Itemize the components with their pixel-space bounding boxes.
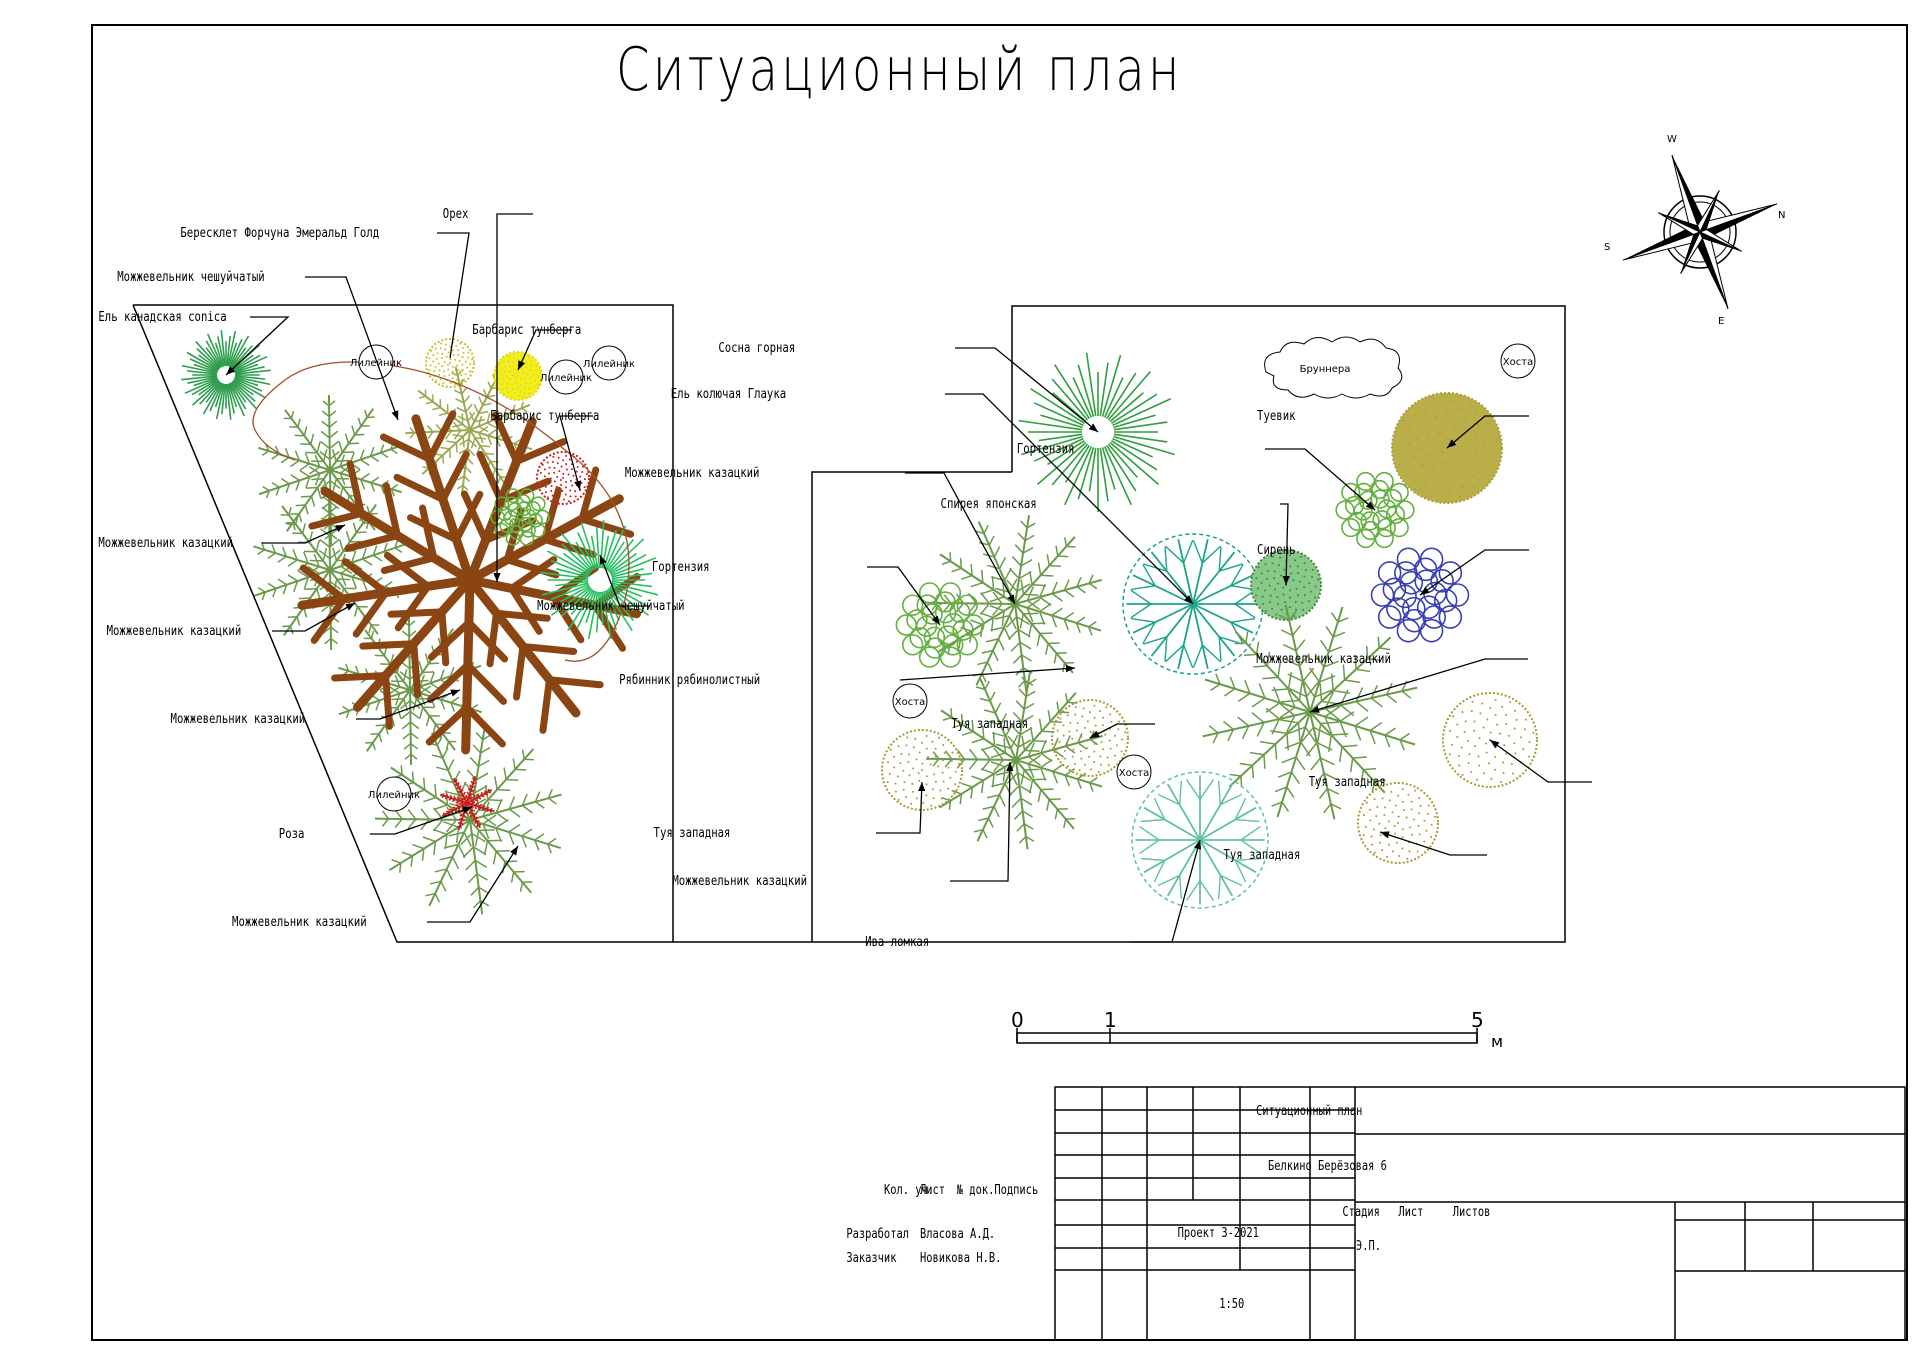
- label-barbaris-2: Барбарис тунберга: [490, 408, 599, 423]
- sheet-frame: [91, 24, 1908, 1341]
- label-tuya-1: Туя западная: [951, 716, 1028, 731]
- compass-e: E: [1718, 316, 1724, 327]
- label-beresklet: Бересклет Форчуна Эмеральд Голд: [180, 225, 379, 240]
- label-mozh-kazatsky-2: Можжевельник казацкий: [107, 623, 242, 638]
- label-mozh-kazatsky-6: Можжевельник казацкий: [1256, 651, 1391, 666]
- tb-project: Проект 3-2021: [1178, 1225, 1259, 1240]
- hosta-3: Хоста: [1116, 754, 1152, 790]
- label-mozh-cheshuichaty-2: Можжевельник чешуйчатый: [537, 598, 684, 613]
- spruce-glauca-symbol: [1122, 533, 1264, 675]
- label-mozh-kazatsky-3: Можжевельник казацкий: [171, 711, 306, 726]
- lileinik-3: Лилейник: [583, 345, 635, 381]
- svg-text:Хоста: Хоста: [895, 697, 925, 708]
- scale-tick-1: 1: [1104, 1008, 1117, 1032]
- label-siren: Сирень: [1257, 542, 1295, 557]
- label-spireya: Спирея японская: [941, 496, 1037, 511]
- juniper-symbol: [1202, 604, 1418, 820]
- barberry-red-symbol: [536, 451, 590, 505]
- plant-labels: Орех Бересклет Форчуна Эмеральд Голд Мож…: [98, 206, 1390, 949]
- tb-sheets-header: Листов: [1453, 1204, 1491, 1219]
- tb-header-podpis: Подпись: [994, 1182, 1038, 1197]
- label-tuya-4: Туя западная: [1223, 847, 1300, 862]
- juniper-symbol: [338, 614, 482, 766]
- scale-unit: м: [1491, 1032, 1503, 1051]
- juniper-symbol: [925, 670, 1103, 850]
- title-block: [1054, 1086, 1906, 1341]
- hydrangea-symbol: [895, 582, 985, 668]
- hosta-2: Хоста: [892, 683, 928, 719]
- site-boundaries: [132, 304, 1566, 943]
- lileinik-4: Лилейник: [368, 776, 420, 812]
- tb-developer-role: Разработал: [846, 1226, 909, 1241]
- tb-scale: 1:50: [1219, 1296, 1244, 1311]
- tb-sheet-title: Ситуационный план: [1256, 1103, 1362, 1118]
- lileinik-2: Лилейник: [540, 359, 592, 395]
- beresklet-symbol: [425, 338, 475, 388]
- svg-text:Лилейник: Лилейник: [350, 358, 402, 369]
- thuja-symbol: [881, 729, 963, 811]
- label-mozh-kazatsky-5: Можжевельник казацкий: [625, 465, 760, 480]
- tb-sheet-header: Лист: [1398, 1204, 1423, 1219]
- label-tuevik: Туевик: [1257, 408, 1295, 423]
- label-mozh-kazatsky-1: Можжевельник казацкий: [98, 535, 233, 550]
- compass-rose-icon: W N S E: [1604, 134, 1785, 327]
- label-tuya-3: Туя западная: [1309, 774, 1386, 789]
- tb-stage-header: Стадия: [1342, 1204, 1380, 1219]
- tb-customer-role: Заказчик: [846, 1250, 896, 1265]
- barberry-yellow-symbol: [493, 351, 543, 401]
- lilac-symbol: [1370, 547, 1470, 643]
- label-roza: Роза: [279, 826, 305, 841]
- label-sosna: Сосна горная: [718, 340, 795, 355]
- tb-header-kol-uch: Кол. уч.: [884, 1182, 934, 1197]
- label-gortenziya-2: Гортензия: [1017, 441, 1075, 456]
- brunnera-cloud: Бруннера: [1264, 336, 1403, 399]
- compass-w: W: [1667, 134, 1677, 145]
- svg-text:Хоста: Хоста: [1503, 357, 1533, 368]
- plants-layer: [181, 330, 1538, 915]
- pine-symbol: [1018, 352, 1175, 512]
- tb-header-doc: № док.: [957, 1182, 995, 1197]
- hydrangea-symbol: [1335, 471, 1415, 549]
- fir-conica-symbol: [181, 330, 271, 420]
- shrub-symbol: [490, 488, 550, 546]
- tb-stage-value: Э.П.: [1356, 1238, 1381, 1253]
- lileinik-1: Лилейник: [350, 344, 402, 380]
- leader-lines: [225, 213, 1592, 943]
- svg-text:Лилейник: Лилейник: [540, 373, 592, 384]
- svg-text:Бруннера: Бруннера: [1300, 364, 1351, 375]
- juniper-symbol: [374, 726, 562, 915]
- hosta-1: Хоста: [1500, 343, 1536, 379]
- perennials-layer: Лилейник Лилейник Лилейник Лилейник Хост…: [350, 336, 1536, 812]
- juniper-scaly-symbol: [540, 520, 659, 640]
- compass-s: S: [1604, 242, 1610, 253]
- label-mozh-kazatsky-7: Можжевельник казацкий: [672, 873, 807, 888]
- svg-text:Хоста: Хоста: [1119, 768, 1149, 779]
- thuja-symbol: [1357, 782, 1439, 864]
- tb-header-list: Лист: [920, 1182, 945, 1197]
- svg-text:Лилейник: Лилейник: [583, 359, 635, 370]
- compass-n: N: [1778, 210, 1785, 221]
- scale-tick-5: 5: [1471, 1008, 1484, 1032]
- scale-tick-0: 0: [1011, 1008, 1024, 1032]
- title-block-text: Ситуационный план Белкино Берёзовая 6 Пр…: [846, 1103, 1490, 1311]
- label-mozh-cheshuichaty-1: Можжевельник чешуйчатый: [117, 269, 264, 284]
- label-oreh: Орех: [443, 206, 469, 221]
- label-gortenziya-1: Гортензия: [652, 559, 710, 574]
- label-el-kolyuchaya: Ель колючая Глаука: [671, 386, 786, 401]
- svg-text:Лилейник: Лилейник: [368, 790, 420, 801]
- page-title: Ситуационный план: [616, 35, 1183, 105]
- label-ryabinnik: Рябинник рябинолистный: [619, 672, 760, 687]
- label-barbaris-1: Барбарис тунберга: [472, 322, 581, 337]
- tb-customer-name: Новикова Н.В.: [920, 1250, 1001, 1265]
- label-mozh-kazatsky-4: Можжевельник казацкий: [232, 914, 367, 929]
- tb-developer-name: Власова А.Д.: [920, 1226, 995, 1241]
- tb-address: Белкино Берёзовая 6: [1268, 1158, 1387, 1173]
- thuja-symbol: [1051, 699, 1129, 777]
- label-tuya-2: Туя западная: [654, 825, 731, 840]
- juniper-symbol: [924, 514, 1102, 694]
- label-el-kanadskaya: Ель канадская conica: [98, 309, 226, 324]
- label-iva: Ива ломкая: [865, 934, 929, 949]
- scale-bar: 0 1 5 м: [1011, 1008, 1503, 1051]
